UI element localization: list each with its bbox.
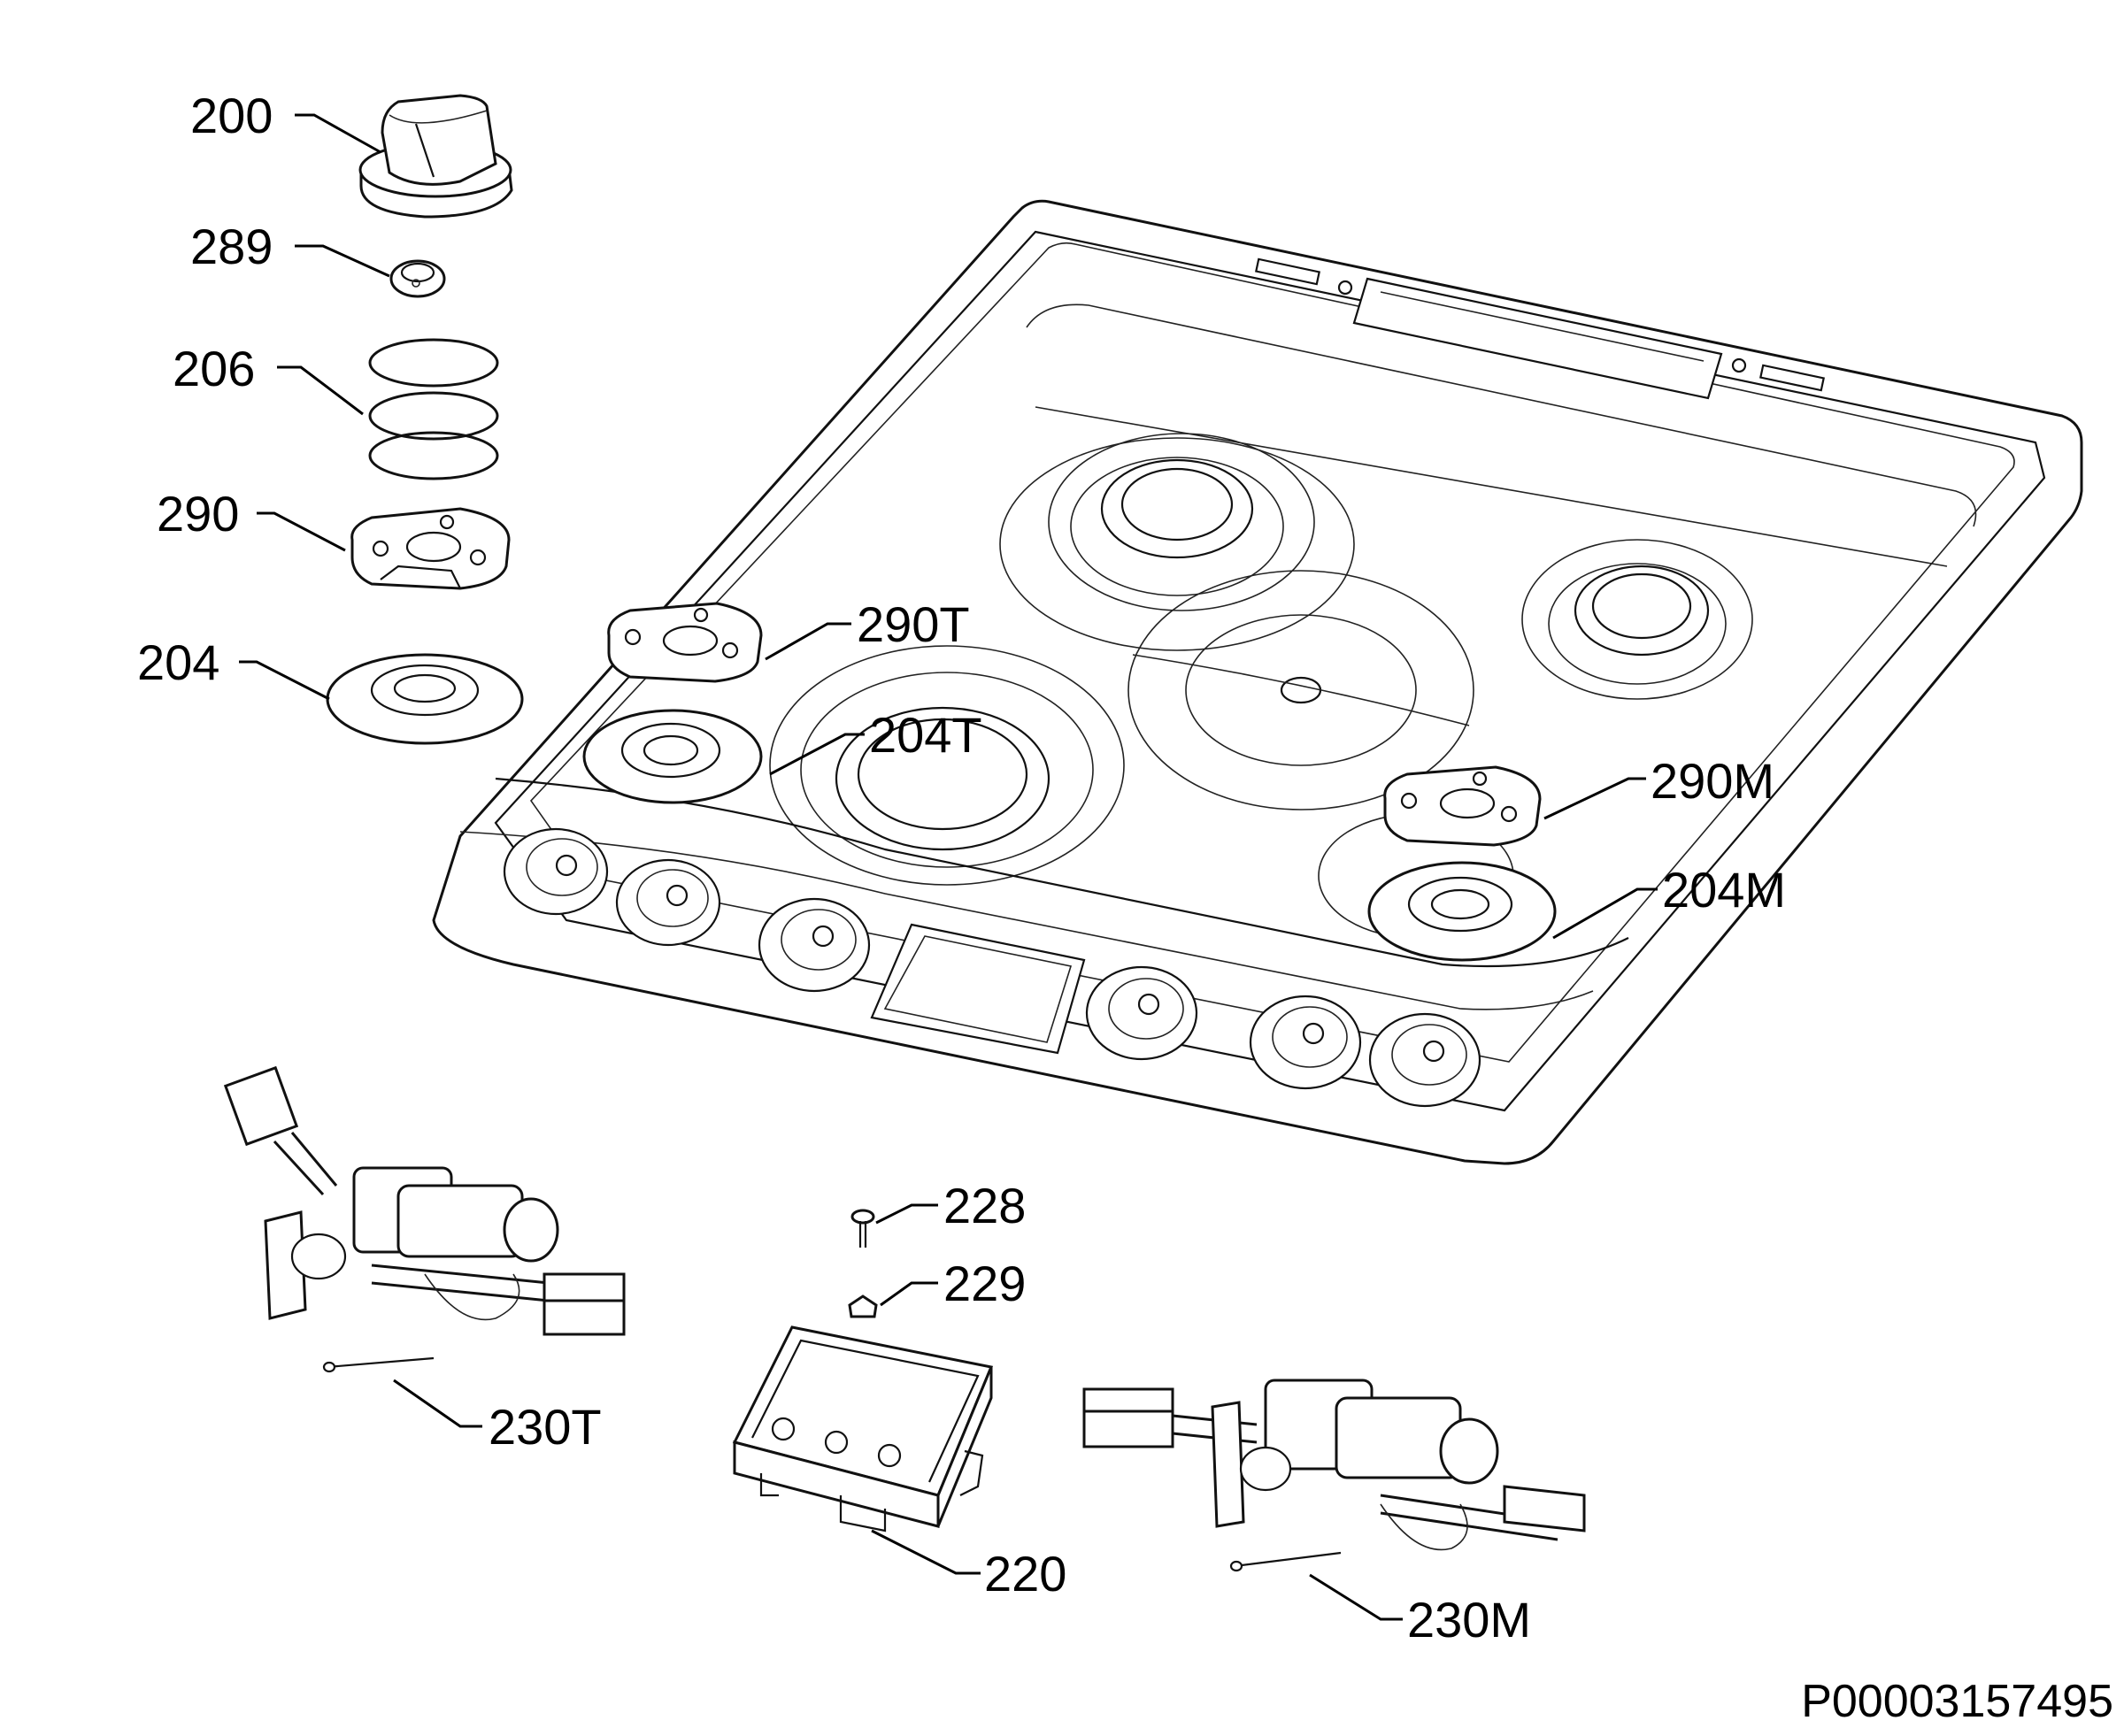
label-290M: 290M xyxy=(1651,753,1774,809)
burner-rear-right xyxy=(1521,539,1753,700)
label-289: 289 xyxy=(190,219,273,274)
document-id: P00003157495 xyxy=(1801,1676,2113,1727)
label-206: 206 xyxy=(173,341,255,396)
part-206-spring xyxy=(368,338,499,480)
cooktop-panel xyxy=(432,199,2083,1165)
part-220-control-module xyxy=(732,1325,994,1532)
part-290M-bracket xyxy=(1383,765,1542,847)
burner-center-large xyxy=(1127,570,1474,810)
label-200: 200 xyxy=(190,88,273,143)
display-window xyxy=(870,923,1086,1055)
label-204: 204 xyxy=(137,634,219,690)
label-220: 220 xyxy=(984,1546,1066,1602)
part-204M-burner-cup xyxy=(1367,861,1557,962)
label-229: 229 xyxy=(943,1256,1026,1311)
label-204M: 204M xyxy=(1662,862,1786,918)
part-204T-burner-cup xyxy=(582,709,763,804)
part-229-nut xyxy=(848,1294,878,1318)
label-204T: 204T xyxy=(869,707,982,763)
label-230M: 230M xyxy=(1407,1592,1531,1648)
part-228-screw xyxy=(850,1209,875,1248)
part-230M-gas-valve xyxy=(1082,1379,1586,1572)
label-230T: 230T xyxy=(489,1399,602,1455)
part-290-bracket xyxy=(350,507,511,590)
label-228: 228 xyxy=(943,1178,1026,1233)
callout-labels: 200 289 206 290 204 290T 204T 290M 204M … xyxy=(137,88,1786,1648)
fascia-knob-holes xyxy=(503,827,1481,1108)
part-204-burner-cup xyxy=(326,653,524,745)
part-200-knob xyxy=(358,94,513,219)
burner-rear-left xyxy=(999,433,1355,651)
part-289-ring xyxy=(389,259,446,298)
leader-lines xyxy=(239,113,1658,1621)
label-290: 290 xyxy=(157,486,239,542)
part-230T-gas-valve xyxy=(223,1065,626,1373)
part-290T-bracket xyxy=(607,602,763,683)
label-290T: 290T xyxy=(857,596,970,652)
burner-front-left xyxy=(769,645,1125,886)
